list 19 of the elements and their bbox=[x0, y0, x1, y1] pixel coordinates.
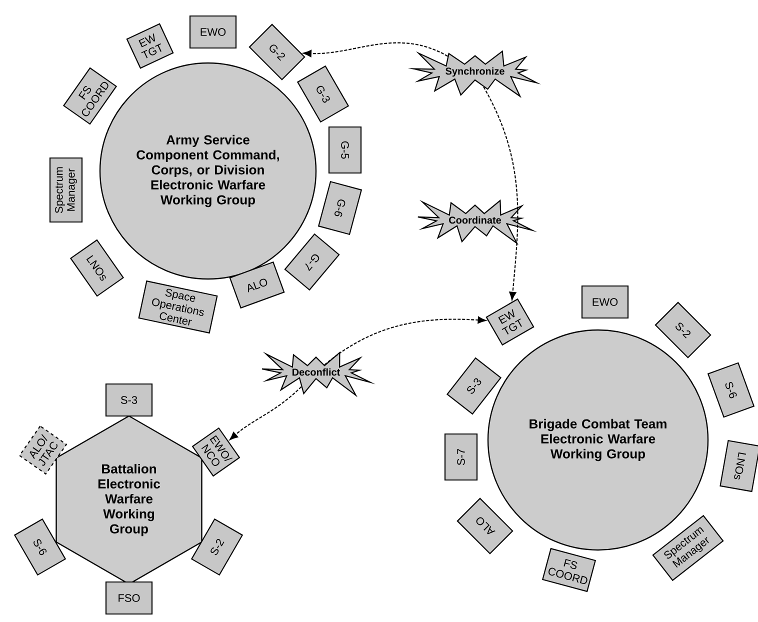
staff-box: EWO bbox=[581, 285, 629, 319]
staff-box: ALO bbox=[456, 498, 514, 554]
staff-box: S-7 bbox=[444, 433, 478, 481]
dashed-arrow bbox=[230, 386, 302, 440]
staff-box: G-2 bbox=[248, 24, 306, 80]
staff-box: Space Operations Center bbox=[138, 280, 218, 334]
action-starburst: Coordinate bbox=[417, 199, 538, 246]
staff-box: FSO bbox=[105, 581, 153, 615]
dashed-arrow bbox=[303, 42, 448, 58]
staff-box: Spectrum Manager bbox=[49, 157, 83, 223]
action-starburst: Deconflict bbox=[261, 351, 376, 398]
staff-box: EW TGT bbox=[126, 23, 174, 69]
action-starburst: Synchronize bbox=[408, 50, 541, 98]
dashed-arrow bbox=[483, 86, 518, 300]
dashed-arrow bbox=[324, 316, 486, 366]
staff-box: G-5 bbox=[328, 126, 362, 174]
staff-box: EWO bbox=[189, 15, 237, 49]
staff-box: S-3 bbox=[105, 383, 153, 417]
staff-box: S-2 bbox=[654, 302, 712, 358]
